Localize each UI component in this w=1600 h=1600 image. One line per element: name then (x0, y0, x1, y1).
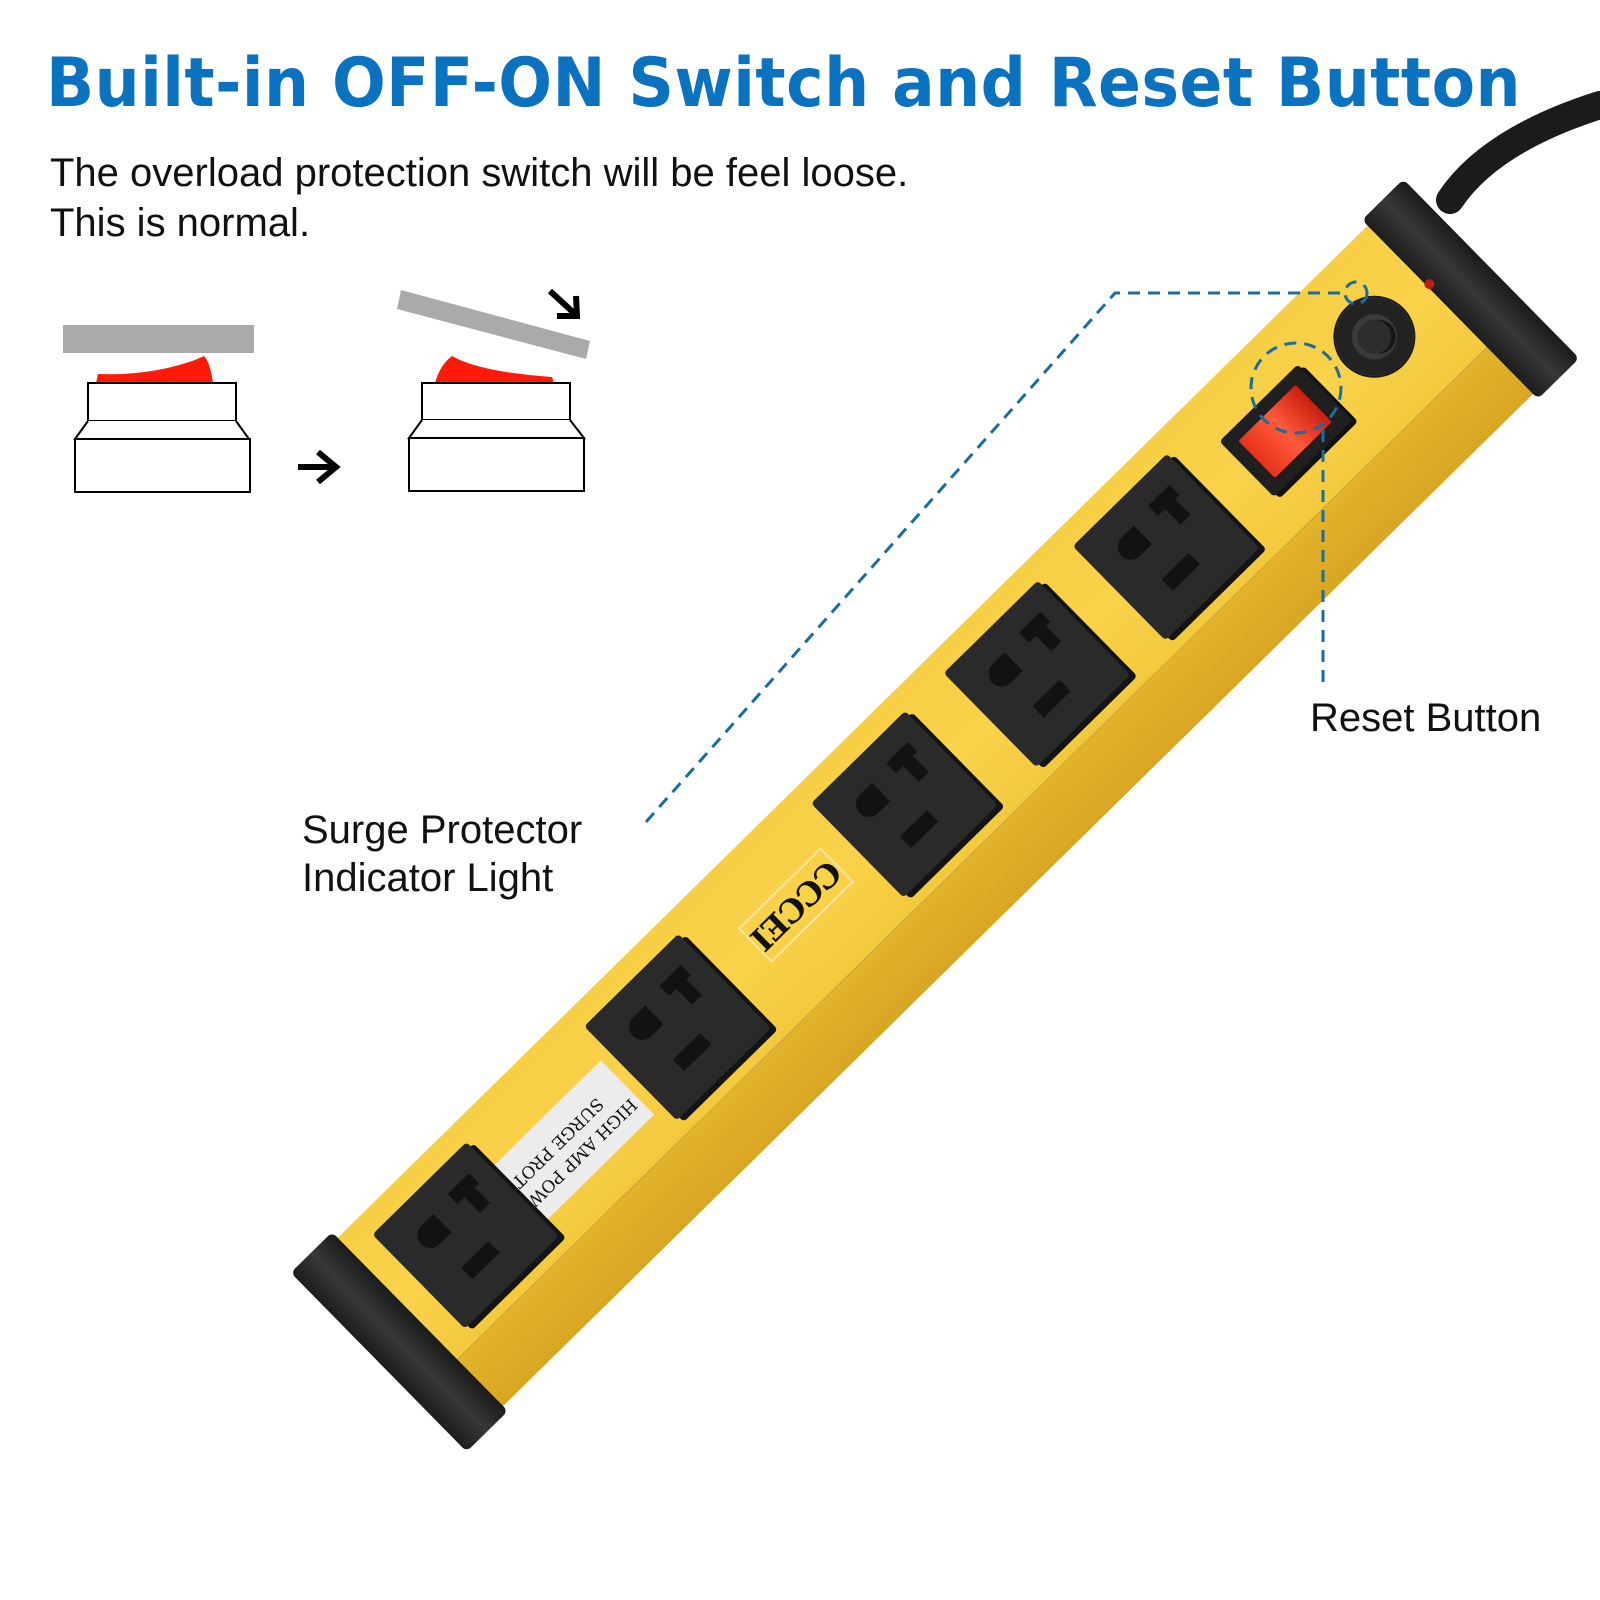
indicator-label-line-1: Surge Protector (302, 808, 583, 852)
subtitle-line-1: The overload protection switch will be f… (50, 151, 909, 195)
subtitle: The overload protection switch will be f… (50, 148, 908, 248)
switch-diagram (63, 288, 590, 493)
indicator-callout-line (644, 291, 1345, 823)
reset-button-label: Reset Button (1310, 696, 1542, 740)
indicator-callout-circle (1343, 280, 1369, 306)
right-arrow-icon (298, 449, 341, 485)
reset-callout-circle (1249, 341, 1343, 435)
indicator-label-line-2: Indicator Light (302, 856, 554, 900)
switch-normal-state (63, 325, 254, 493)
subtitle-line-2: This is normal. (50, 201, 311, 245)
page-title: Built-in OFF-ON Switch and Reset Button (46, 44, 1521, 123)
power-cable (1436, 91, 1600, 214)
down-right-arrow-icon (547, 288, 581, 319)
switch-pressed-state (397, 290, 590, 492)
